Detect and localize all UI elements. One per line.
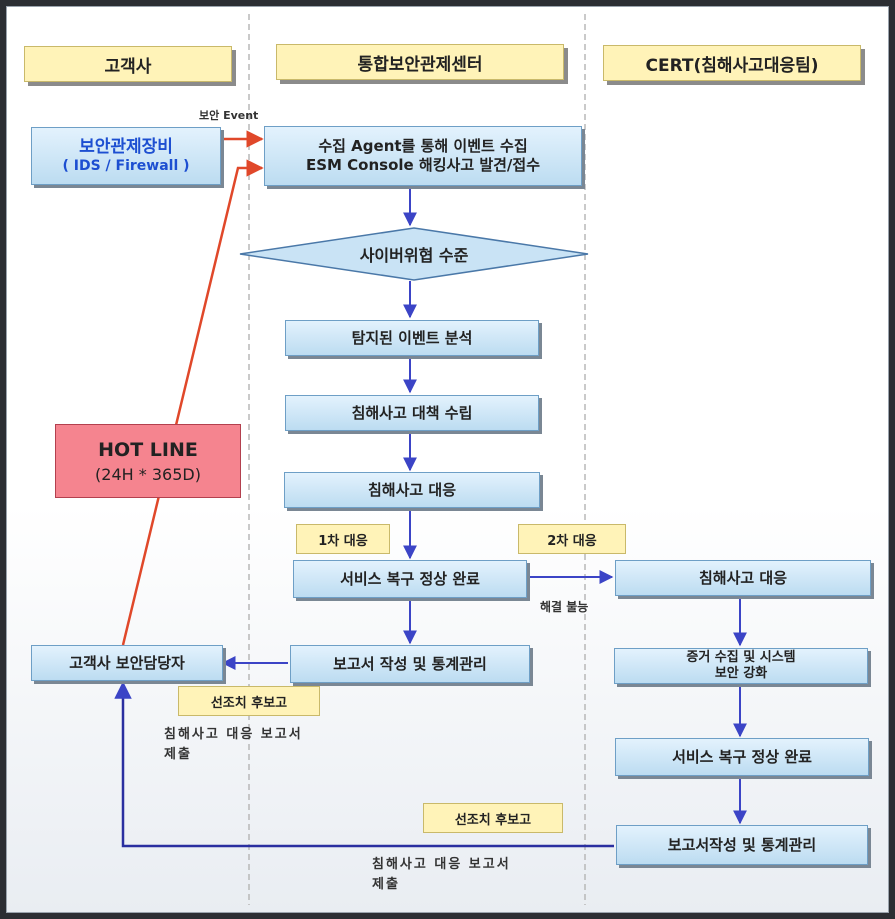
respond-box: 침해사고 대응: [284, 472, 540, 508]
first-response-note: 1차 대응: [296, 524, 390, 554]
hotline-title: HOT LINE: [98, 438, 198, 461]
threat-level-diamond: [239, 227, 589, 281]
post-report-note-2: 선조치 후보고: [423, 803, 563, 833]
threat-level-label: 사이버위협 수준: [359, 246, 469, 265]
security-device-line1: 보안관제장비: [79, 136, 173, 157]
lane-header-cert: CERT(침해사고대응팀): [603, 45, 861, 81]
submit-report-1-line1: 침해사고 대응 보고서: [164, 727, 303, 742]
service-restore-box: 서비스 복구 정상 완료: [293, 560, 527, 598]
lane-header-center: 통합보안관제센터: [276, 44, 564, 80]
submit-report-2-line2: 제출: [372, 876, 400, 892]
arrow-cert-report-officer: [114, 681, 614, 848]
report-mgmt-box: 보고서 작성 및 통계관리: [290, 645, 530, 683]
cert-evidence-box: 증거 수집 및 시스템 보안 강화: [614, 648, 868, 684]
submit-report-2-line1: 침해사고 대응 보고서: [372, 857, 511, 872]
hotline-box: HOT LINE (24H * 365D): [55, 424, 241, 498]
submit-report-label-2: 침해사고 대응 보고서 제출: [372, 855, 511, 894]
cert-evidence-line2: 보안 강화: [714, 666, 768, 681]
analyze-box: 탐지된 이벤트 분석: [285, 320, 539, 356]
submit-report-1-line2: 제출: [164, 746, 192, 762]
submit-report-label-1: 침해사고 대응 보고서 제출: [164, 725, 303, 764]
collect-box: 수집 Agent를 통해 이벤트 수집 ESM Console 해킹사고 발견/…: [264, 126, 582, 186]
plan-box: 침해사고 대책 수립: [285, 395, 539, 431]
cert-restore-box: 서비스 복구 정상 완료: [615, 738, 869, 776]
cert-respond-box: 침해사고 대응: [615, 560, 871, 596]
collect-line1: 수집 Agent를 통해 이벤트 수집: [318, 137, 528, 156]
cert-evidence-line1: 증거 수집 및 시스템: [686, 649, 796, 665]
unresolved-label: 해결 불능: [540, 600, 589, 614]
event-label: 보안 Event: [199, 109, 259, 122]
hotline-subtitle: (24H * 365D): [95, 464, 201, 484]
post-report-note-1: 선조치 후보고: [178, 686, 320, 716]
security-device-box: 보안관제장비 ( IDS / Firewall ): [31, 127, 221, 185]
customer-officer-box: 고객사 보안담당자: [31, 645, 223, 681]
collect-line2: ESM Console 해킹사고 발견/접수: [305, 156, 541, 174]
lane-header-customer: 고객사: [24, 46, 232, 82]
cert-report-box: 보고서작성 및 통계관리: [616, 825, 868, 865]
second-response-note: 2차 대응: [518, 524, 626, 554]
security-device-line2: ( IDS / Firewall ): [62, 157, 190, 174]
